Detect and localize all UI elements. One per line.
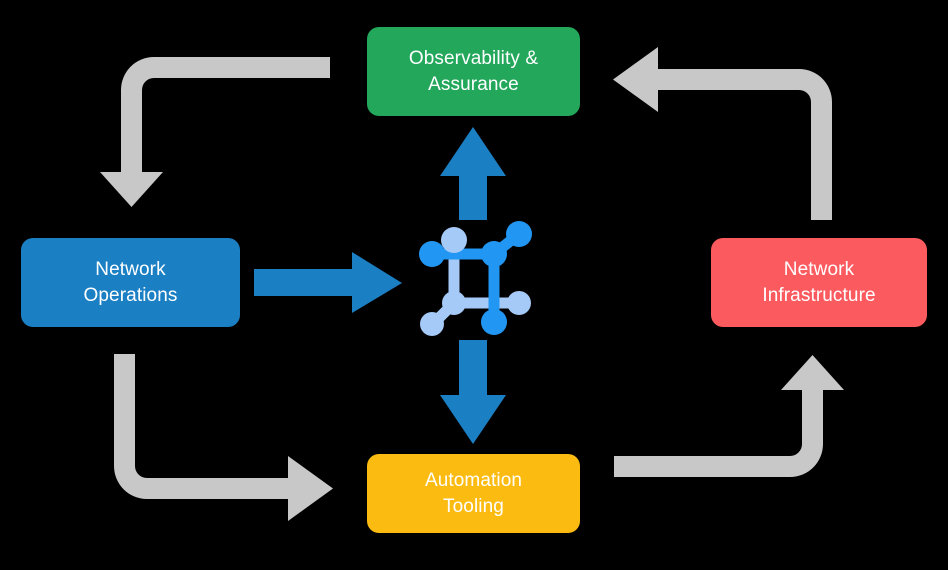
- node-automation-tooling[interactable]: Automation Tooling: [367, 454, 580, 533]
- arrow-operations-to-automation: [114, 354, 333, 521]
- arrow-center-to-observability: [440, 127, 506, 220]
- node-network-infrastructure-label: Network Infrastructure: [762, 258, 876, 306]
- node-network-operations[interactable]: Network Operations: [21, 238, 240, 327]
- node-observability-assurance[interactable]: Observability & Assurance: [367, 27, 580, 116]
- node-observability-assurance-label: Observability & Assurance: [408, 47, 539, 95]
- arrow-observability-to-operations: [100, 57, 330, 207]
- arrow-operations-to-center: [254, 252, 402, 313]
- network-topology-icon: [419, 221, 532, 336]
- node-network-infrastructure[interactable]: Network Infrastructure: [711, 238, 927, 327]
- arrow-automation-to-infrastructure: [614, 355, 844, 477]
- node-network-operations-label: Network Operations: [83, 258, 178, 306]
- arrow-center-to-automation: [440, 340, 506, 444]
- node-automation-tooling-label: Automation Tooling: [424, 469, 523, 517]
- arrow-infrastructure-to-observability: [613, 47, 832, 220]
